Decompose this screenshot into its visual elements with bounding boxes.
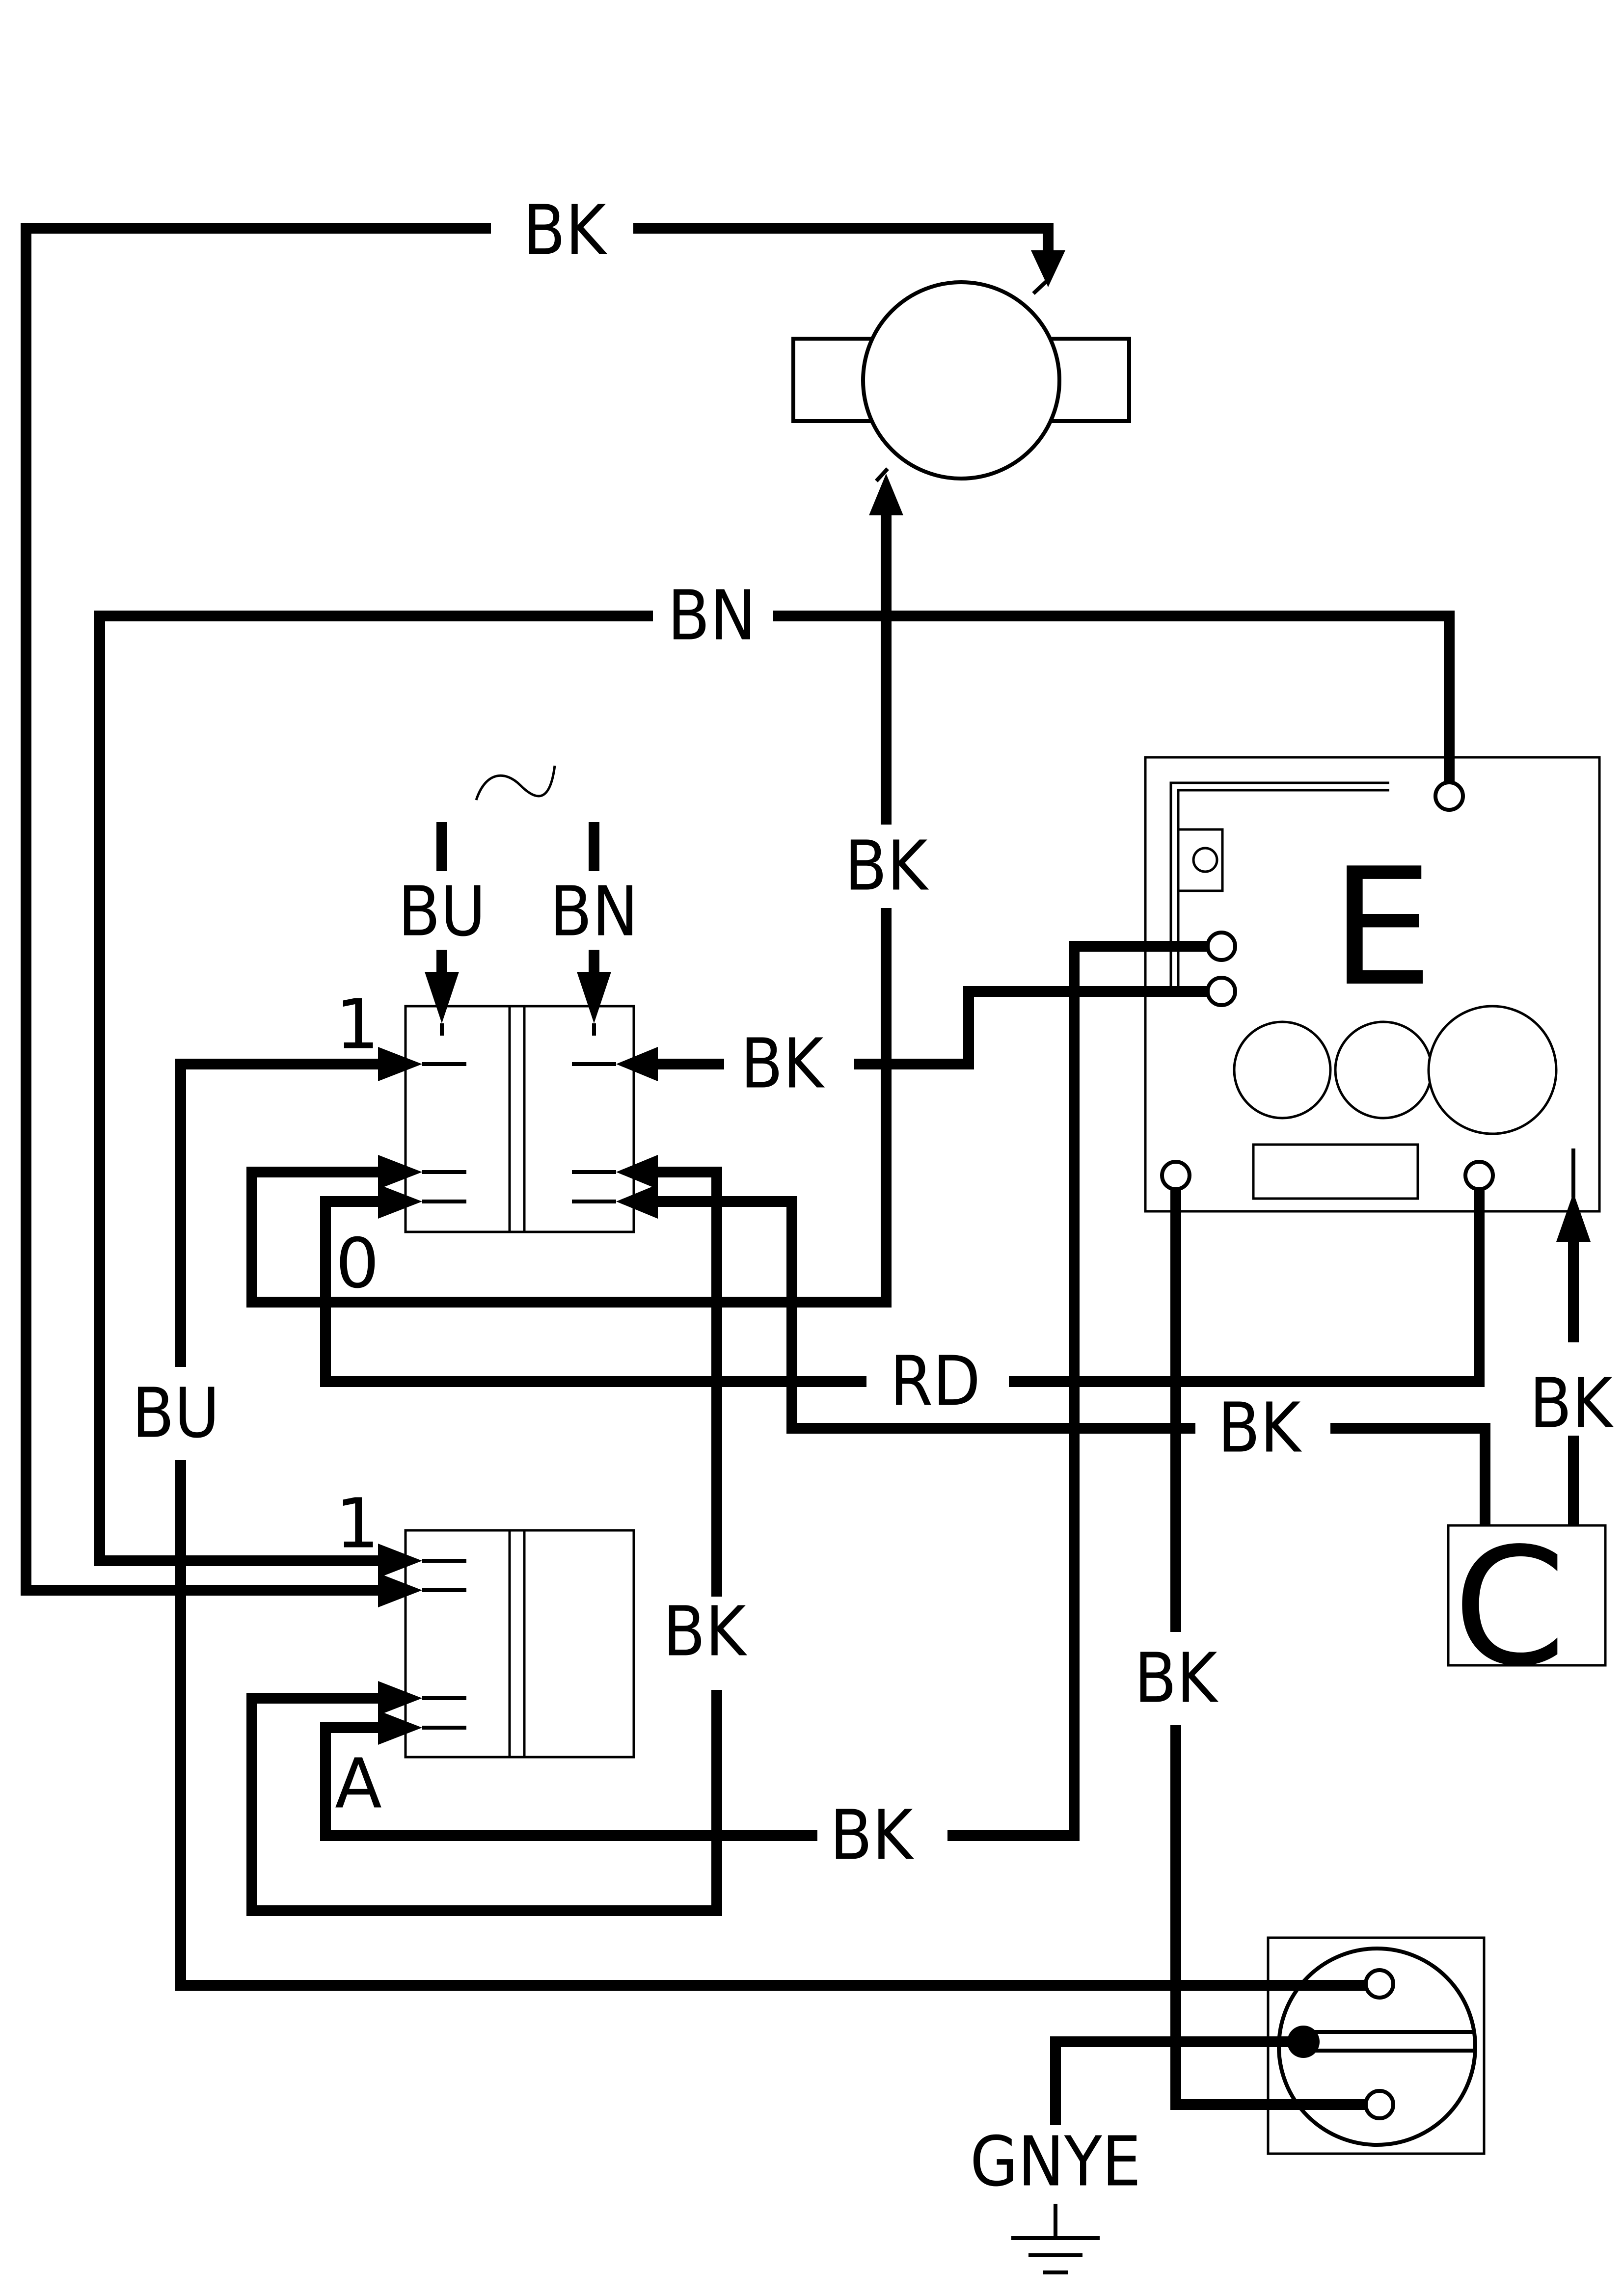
wire-label-gnye: GNYE xyxy=(970,2122,1141,2202)
wire-label-rd: RD xyxy=(890,1342,981,1422)
socket-icon xyxy=(1267,1936,1486,2155)
wire-bk-bottom xyxy=(1170,1189,1366,2110)
wire-label-bn-top: BN xyxy=(668,576,757,656)
wire-bk-e xyxy=(320,941,1208,1841)
wire-bk-motor xyxy=(246,510,892,1308)
label-bg xyxy=(125,196,1623,2204)
wire-label-bk-sw2: BK xyxy=(663,1592,748,1672)
terminal-label-sw1-1: 1 xyxy=(335,985,379,1065)
capacitor-label: C xyxy=(1453,1513,1566,1702)
wire-label-bk-motor: BK xyxy=(845,827,929,907)
wire-bu-left xyxy=(175,1059,1366,1991)
wire-gnye xyxy=(1050,2036,1303,2133)
wire-bk-sw2 xyxy=(246,1167,722,1916)
wire-bn-top xyxy=(94,611,1455,1566)
wire-label-bk-e: BK xyxy=(830,1796,915,1876)
terminal-label-sw2-1: 1 xyxy=(335,1484,379,1564)
wire-rd xyxy=(320,1189,1485,1387)
wire-label-bk-mid: BK xyxy=(1218,1388,1302,1468)
electronics-label: E xyxy=(1331,833,1434,1022)
wire-label-bu-left: BU xyxy=(132,1374,220,1454)
switch-upper xyxy=(404,1005,635,1233)
terminal-label-sw2-a: A xyxy=(335,1744,382,1824)
wires xyxy=(21,223,1579,2133)
wire-label-bk-top: BK xyxy=(523,191,608,271)
ground-icon xyxy=(1011,2196,1100,2274)
wire-label-bk-cap: BK xyxy=(1530,1364,1614,1444)
wire-label-bk-sw1: BK xyxy=(741,1024,825,1104)
electronics-module xyxy=(1144,756,1601,1213)
motor-icon xyxy=(791,278,1131,482)
capacitor xyxy=(1447,1524,1607,1667)
terminal-label-sw1-0: 0 xyxy=(335,1224,379,1304)
switch-lower xyxy=(404,1529,635,1759)
wire-label-bn-supply: BN xyxy=(550,872,639,952)
arrows xyxy=(378,250,1591,1745)
wire-label-bk-bottom: BK xyxy=(1135,1639,1219,1719)
wire-label-bu-supply: BU xyxy=(398,872,486,952)
wire-bk-mid xyxy=(658,1196,1490,1525)
wire-bk-top xyxy=(21,223,1054,1596)
tilde-ac-icon xyxy=(475,765,556,801)
